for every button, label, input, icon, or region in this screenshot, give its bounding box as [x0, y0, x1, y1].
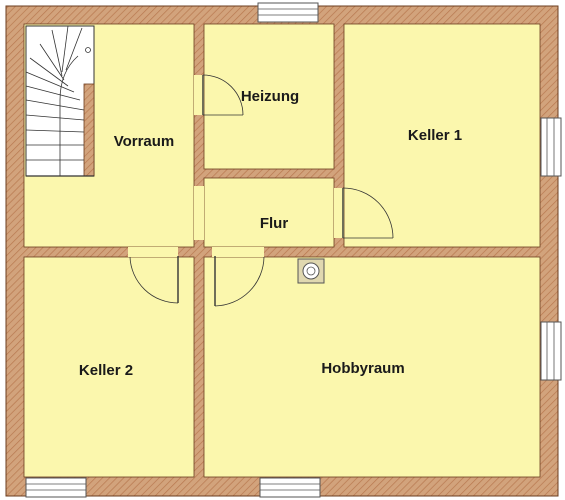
window-bottom-right	[259, 477, 321, 498]
room-hobbyraum-floor	[203, 256, 541, 478]
room-keller2-floor	[23, 256, 195, 478]
label-keller-2: Keller 2	[79, 362, 133, 379]
door-hobbyraum	[212, 247, 265, 307]
window-top	[257, 2, 319, 23]
room-keller1-floor	[343, 23, 541, 248]
room-flur-floor	[203, 177, 335, 248]
door-keller1	[334, 187, 394, 239]
label-vorraum: Vorraum	[114, 133, 175, 150]
staircase	[25, 25, 95, 177]
label-hobbyraum: Hobbyraum	[321, 360, 404, 377]
window-right-upper	[540, 117, 562, 177]
label-keller-1: Keller 1	[408, 127, 462, 144]
door-keller2	[128, 247, 179, 304]
label-flur: Flur	[260, 215, 288, 232]
label-heizung: Heizung	[241, 88, 299, 105]
room-heizung-floor	[203, 23, 335, 170]
door-heizung	[194, 74, 244, 116]
floor-drain-icon	[297, 258, 325, 284]
window-bottom-left	[25, 477, 87, 498]
window-right-lower	[540, 321, 562, 381]
opening-vorraum-flur	[194, 186, 204, 240]
